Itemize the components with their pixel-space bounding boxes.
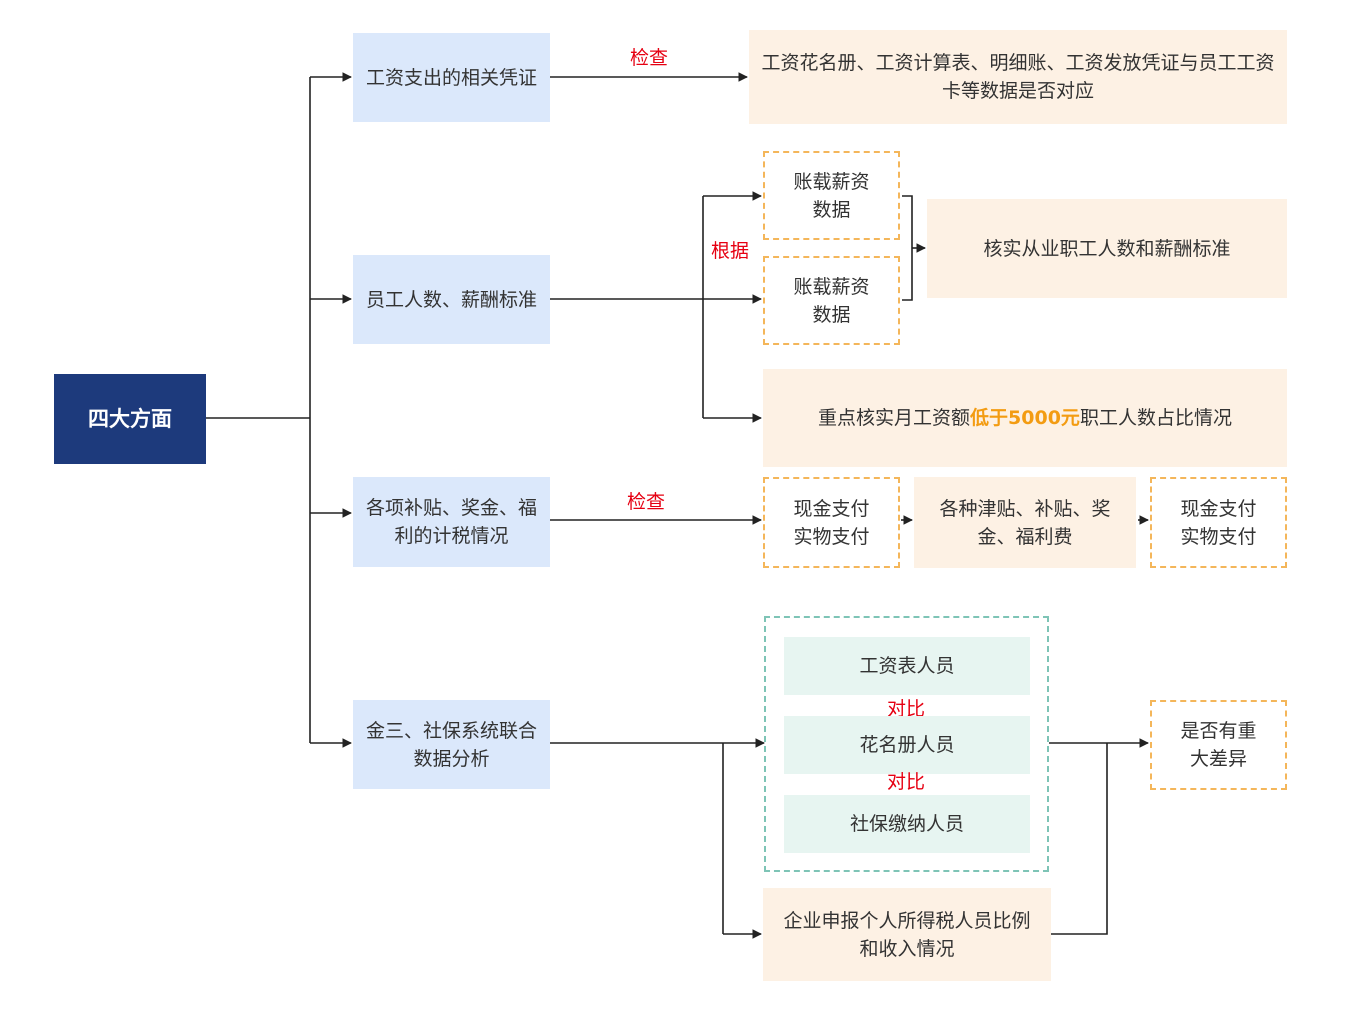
personnel-compare-group <box>764 616 1049 872</box>
social-security-staff: 社保缴纳人员 <box>784 795 1030 853</box>
focus-suffix: 职工人数占比情况 <box>1079 407 1232 429</box>
income-tax-ratio: 企业申报个人所得税人员比例和收入情况 <box>763 888 1051 981</box>
aspect-salary-vouchers: 工资支出的相关凭证 <box>353 33 550 122</box>
book-salary-data-2: 账载薪资数据 <box>763 256 900 345</box>
compare-label-2: 对比 <box>887 771 926 793</box>
root-node: 四大方面 <box>54 374 206 464</box>
basis-label: 根据 <box>711 240 750 262</box>
book-salary-data-1: 账载薪资数据 <box>763 151 900 240</box>
compare-label-1: 对比 <box>887 698 926 720</box>
aspect-headcount-pay: 员工人数、薪酬标准 <box>353 255 550 344</box>
payment-method-1: 现金支付 实物支付 <box>763 477 900 568</box>
focus-highlight: 低于5000元 <box>970 407 1080 429</box>
focus-low-wage: 重点核实月工资额低于5000元职工人数占比情况 <box>763 369 1287 467</box>
aspect-joint-analysis: 金三、社保系统联合数据分析 <box>353 700 550 789</box>
verify-headcount: 核实从业职工人数和薪酬标准 <box>927 199 1287 298</box>
payment-method-2: 现金支付 实物支付 <box>1150 477 1287 568</box>
focus-prefix: 重点核实月工资额 <box>818 407 971 429</box>
roster-staff: 花名册人员 <box>784 716 1030 774</box>
aspect-subsidy-tax: 各项补贴、奖金、福利的计税情况 <box>353 477 550 567</box>
check-label-2: 检查 <box>627 491 666 513</box>
check-label-1: 检查 <box>630 47 669 69</box>
voucher-check-result: 工资花名册、工资计算表、明细账、工资发放凭证与员工工资卡等数据是否对应 <box>749 30 1287 124</box>
major-difference-result: 是否有重大差异 <box>1150 700 1287 790</box>
allowances-box: 各种津贴、补贴、奖金、福利费 <box>914 477 1136 568</box>
payroll-staff: 工资表人员 <box>784 637 1030 695</box>
